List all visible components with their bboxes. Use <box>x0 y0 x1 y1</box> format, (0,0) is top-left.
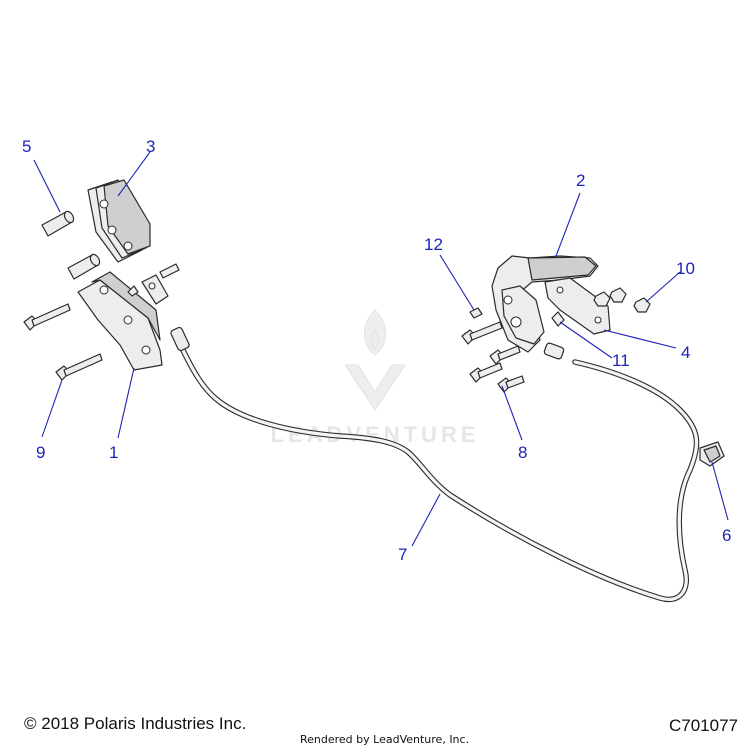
watermark-flame-icon <box>364 309 386 356</box>
part-2-hand-brake-lever <box>491 255 599 353</box>
rendered-by-text: Rendered by LeadVenture, Inc. <box>300 733 470 746</box>
callout-8: 8 <box>518 443 527 462</box>
leader-2 <box>555 192 581 257</box>
leader-8 <box>501 385 523 441</box>
callout-1: 1 <box>109 443 118 462</box>
cable-clevis <box>127 263 180 305</box>
watermark-text: LEADVENTURE <box>270 422 479 447</box>
callout-7: 7 <box>398 545 407 564</box>
leader-lines <box>33 151 729 547</box>
part-5-pin <box>41 210 75 237</box>
leader-3 <box>117 151 151 197</box>
copyright-text: © 2018 Polaris Industries Inc. <box>24 714 247 733</box>
part-8-bolts <box>461 321 525 393</box>
leader-6 <box>711 461 729 521</box>
leader-11 <box>559 321 613 359</box>
part-6-clamp <box>699 441 725 467</box>
callout-2: 2 <box>576 171 585 190</box>
part-12-screw <box>469 307 483 319</box>
leadventure-watermark: LEADVENTURE <box>270 309 479 447</box>
part-10-nuts <box>593 287 651 313</box>
part-9-bolts <box>23 303 103 381</box>
part-1-mount-bracket <box>77 271 163 371</box>
leader-1 <box>117 367 135 439</box>
leader-12 <box>439 254 475 311</box>
callout-6: 6 <box>722 526 731 545</box>
callout-11: 11 <box>612 351 630 370</box>
callout-5: 5 <box>22 137 31 156</box>
diagram-id: C701077 <box>668 716 738 735</box>
part-4-mount-plate <box>544 277 611 335</box>
watermark-v-icon <box>344 364 406 411</box>
callout-3: 3 <box>146 137 155 156</box>
part-3-bracket-plates <box>87 179 151 263</box>
part-7-brake-cable <box>170 326 700 603</box>
leader-5 <box>33 159 61 213</box>
spacer-pin <box>67 253 101 280</box>
callout-9: 9 <box>36 443 45 462</box>
callout-numbers: 5 3 9 1 2 12 10 4 11 8 6 7 <box>22 137 731 564</box>
callout-4: 4 <box>681 343 690 362</box>
leader-4 <box>603 329 677 349</box>
leader-7 <box>411 493 441 547</box>
leader-10 <box>645 271 681 303</box>
callout-10: 10 <box>676 259 695 278</box>
callout-12: 12 <box>424 235 443 254</box>
leader-9 <box>41 379 63 438</box>
